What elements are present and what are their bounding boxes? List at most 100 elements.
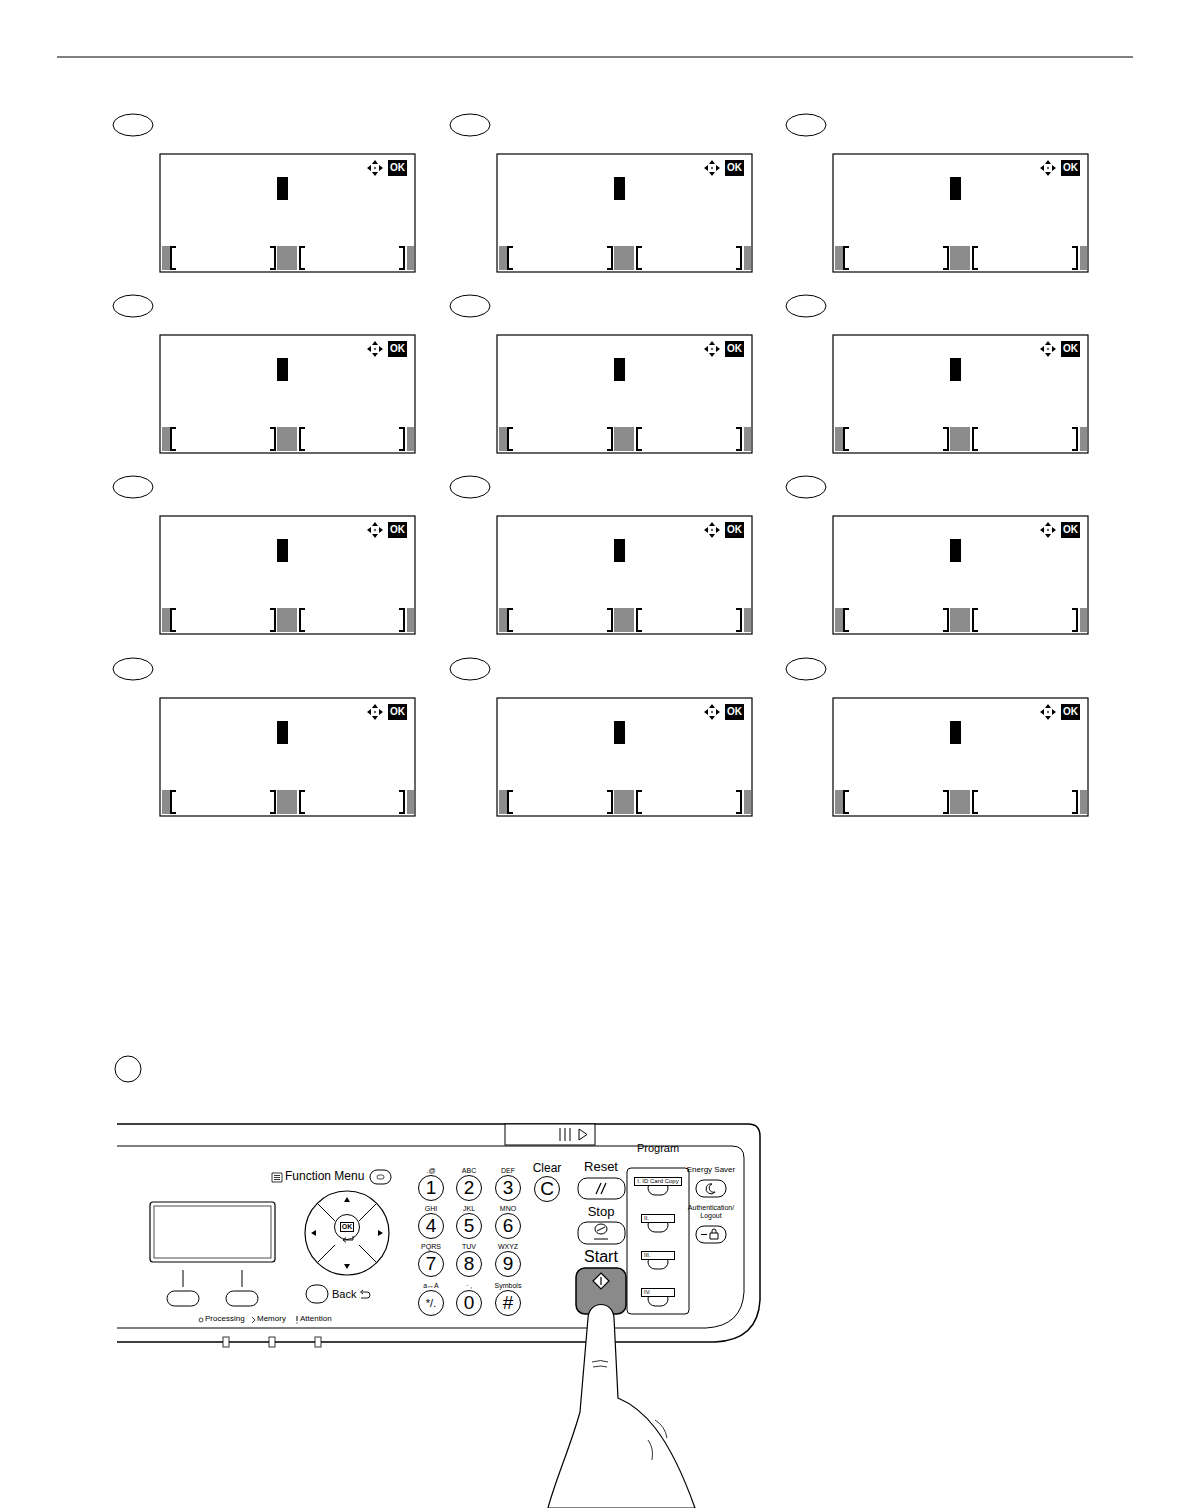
slot-grip (560, 1128, 587, 1141)
arrow-keys-icon (704, 341, 720, 357)
panel-inner-outline (117, 1146, 744, 1328)
energy-saver-label: Energy Saver (687, 1166, 735, 1175)
arrow-keys-dot (711, 529, 713, 531)
arrow-keys-icon (1040, 341, 1056, 357)
key-caption: JKL (444, 1204, 494, 1213)
lcd-screen (450, 295, 752, 453)
softkey-shade (835, 790, 843, 814)
moon-symbol (706, 1184, 715, 1194)
key-caption: ABC (444, 1166, 494, 1175)
lcd-screen (786, 114, 1088, 272)
callout-circle (113, 114, 153, 136)
slot-tab (505, 1124, 595, 1145)
arrow-keys-dot (1047, 711, 1049, 713)
softkey-shade (1080, 246, 1087, 270)
ok-badge: OK (725, 704, 744, 720)
key-text: III. (641, 1251, 675, 1260)
softkey-shade (614, 427, 634, 451)
screen-frame (497, 335, 752, 453)
key-caption: Clear (522, 1161, 572, 1176)
softkey-shade (1080, 427, 1087, 451)
arrow-keys-dot (1047, 348, 1049, 350)
cursor (950, 539, 961, 562)
callout-circle (450, 476, 490, 498)
screen-frame (160, 335, 415, 453)
softkey-shade (277, 608, 297, 632)
softkey-shade (407, 427, 414, 451)
softkey-shade (614, 790, 634, 814)
arrow-keys-icon (367, 341, 383, 357)
clear-key: ClearC (522, 1161, 572, 1202)
authentication-label: Authentication/ Logout (685, 1204, 737, 1219)
navigation-arrows (311, 1197, 383, 1269)
softkey-shade (407, 790, 414, 814)
key-text: II. (641, 1214, 675, 1223)
arrow-keys-icon (367, 704, 383, 720)
program-label: II. (630, 1206, 686, 1224)
softkey-shade (162, 608, 170, 632)
softkey-shade (407, 246, 414, 270)
arrow-keys-dot (711, 711, 713, 713)
start-label: Start (584, 1248, 618, 1266)
softkey-bracket (508, 791, 741, 813)
ok-badge: OK (1061, 341, 1080, 357)
cursor (277, 177, 288, 200)
softkey-bracket (844, 428, 1077, 450)
lcd-display-inner (154, 1206, 271, 1258)
softkey-bracket (508, 609, 741, 631)
key-text: 4 (418, 1213, 444, 1239)
authentication-button (696, 1226, 726, 1243)
function-menu-label: Function Menu (285, 1170, 364, 1183)
key-text: 6 (495, 1213, 521, 1239)
ok-key: OK (334, 1214, 360, 1240)
arrow-keys-dot (374, 529, 376, 531)
cursor (614, 177, 625, 200)
screen-frame (833, 335, 1088, 453)
arrow-keys-icon (704, 160, 720, 176)
hand-lines (592, 1361, 667, 1461)
softkey-bracket (844, 247, 1077, 269)
energy-saver-button (696, 1180, 726, 1197)
softkey-shade (1080, 608, 1087, 632)
callout-circle (786, 295, 826, 317)
key-caption: PQRS (406, 1242, 456, 1251)
indicator-lamp (223, 1337, 229, 1347)
callout-circle (786, 658, 826, 680)
key-text: 7 (418, 1251, 444, 1277)
button-mark (377, 1175, 384, 1179)
softkey-shade (744, 246, 751, 270)
key-text: IV. (641, 1288, 675, 1297)
key-text: OK (727, 525, 742, 535)
screen-frame (497, 516, 752, 634)
panel-outline (117, 1124, 760, 1342)
processing-icon (199, 1318, 203, 1322)
softkey-shade (835, 246, 843, 270)
lock-symbol (701, 1229, 718, 1239)
arrow-keys-icon (367, 522, 383, 538)
key-text: OK (390, 707, 405, 717)
key-text: */. (418, 1290, 444, 1316)
callout-circle (450, 658, 490, 680)
attention-label: Attention (300, 1315, 332, 1324)
arrow-keys-dot (1047, 167, 1049, 169)
lcd-screen (786, 295, 1088, 453)
key-caption: MNO (483, 1204, 533, 1213)
ok-badge: OK (1061, 704, 1080, 720)
key-caption: WXYZ (483, 1242, 533, 1251)
softkey-bracket (508, 428, 741, 450)
softkey-shade (950, 608, 970, 632)
cursor (614, 539, 625, 562)
ok-badge: OK (725, 522, 744, 538)
keypad-key: PQRS7 (406, 1242, 456, 1277)
lcd-screen (786, 658, 1088, 816)
indicator-lamp (269, 1337, 275, 1347)
callout-circle (113, 658, 153, 680)
key-text: 2 (456, 1175, 482, 1201)
attention-icon (297, 1316, 298, 1324)
keypad-key: ABC2 (444, 1166, 494, 1201)
softkey-shade (950, 246, 970, 270)
cursor (277, 358, 288, 381)
softkey-shade (162, 427, 170, 451)
